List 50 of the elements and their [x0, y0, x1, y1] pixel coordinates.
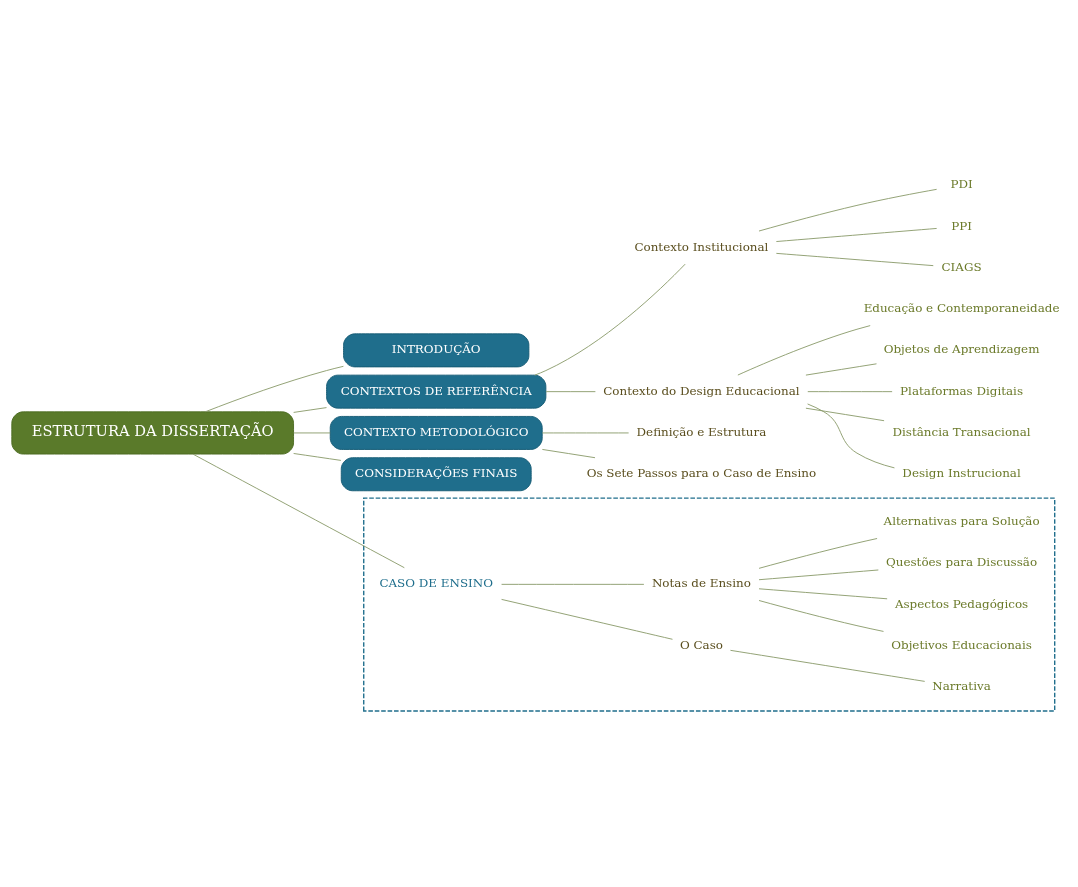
- node-text: Objetos de Aprendizagem: [883, 342, 1040, 357]
- node-box: CONTEXTOS DE REFERÊNCIA: [326, 374, 547, 409]
- connector: [758, 188, 938, 232]
- node-text: Plataformas Digitais: [900, 383, 1024, 398]
- node-text: Contexto do Design Educacional: [603, 383, 800, 398]
- connector: [758, 569, 879, 581]
- connector: [737, 325, 871, 376]
- node-text: Contexto Institucional: [634, 239, 769, 254]
- node-text: Os Sete Passos para o Caso de Ensino: [586, 466, 817, 481]
- connector: [541, 449, 596, 459]
- node-text: Narrativa: [932, 679, 991, 694]
- connector: [805, 407, 885, 422]
- node-box: CONTEXTO METODOLÓGICO: [329, 415, 543, 450]
- node-text: Questões para Discussão: [886, 555, 1038, 570]
- node-text: CIAGS: [941, 259, 982, 274]
- node-text: Alternativas para Solução: [883, 514, 1040, 529]
- node-text: O Caso: [679, 637, 723, 652]
- connector: [758, 538, 878, 569]
- connector: [205, 365, 344, 413]
- node-text: Objetivos Educacionais: [891, 637, 1032, 652]
- node-box: ESTRUTURA DA DISSERTAÇÃO: [11, 411, 294, 455]
- node-box: CONSIDERAÇÕES FINAIS: [340, 457, 532, 492]
- connector: [534, 263, 686, 376]
- connector: [807, 391, 893, 393]
- cluster: [363, 497, 1056, 712]
- node-text: PDI: [950, 177, 973, 192]
- connector: [501, 598, 673, 640]
- connector: [293, 407, 327, 413]
- connector: [758, 600, 884, 632]
- node-text: PPI: [951, 218, 972, 233]
- node-text: Definição e Estrutura: [636, 425, 767, 440]
- connector: [758, 588, 888, 600]
- node-text: Aspectos Pedagógicos: [894, 596, 1029, 611]
- connector: [805, 363, 877, 376]
- node-text: CASO DE ENSINO: [379, 576, 494, 591]
- connector: [501, 583, 645, 585]
- connector: [807, 403, 895, 469]
- connector: [293, 453, 342, 461]
- connector: [775, 252, 934, 267]
- connector: [775, 228, 938, 242]
- node-text: Educação e Contemporaneidade: [863, 301, 1060, 316]
- node-text: Notas de Ensino: [651, 576, 751, 591]
- node-text: Distância Transacional: [892, 425, 1031, 440]
- connector: [545, 391, 596, 393]
- connector: [192, 453, 405, 569]
- connector: [541, 432, 630, 434]
- node-text: Design Instrucional: [902, 466, 1021, 481]
- connector: [293, 432, 331, 434]
- node-box: INTRODUÇÃO: [343, 333, 530, 368]
- connector: [730, 649, 926, 682]
